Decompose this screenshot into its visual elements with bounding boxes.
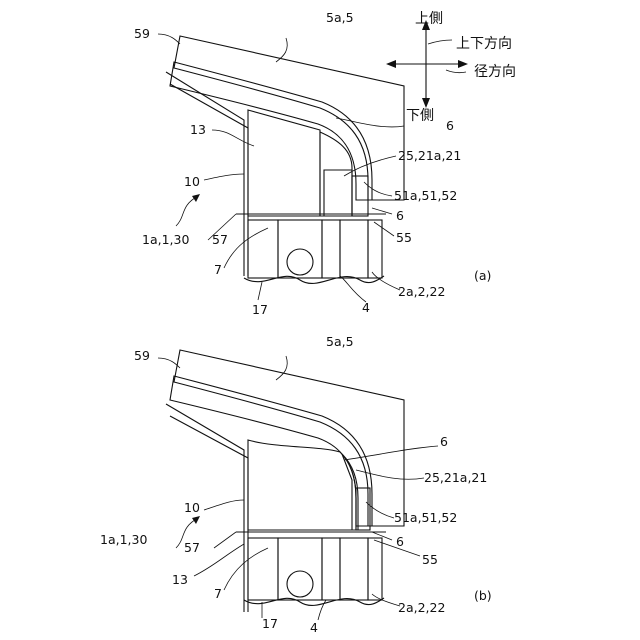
up-side-label: 上側: [415, 11, 443, 27]
label-59-b: 59: [134, 348, 150, 363]
radial-direction-label: 径方向: [474, 64, 516, 80]
label-2a-b: 2a,2,22: [398, 600, 445, 615]
label-6a-a: 6: [446, 118, 454, 133]
label-4-a: 4: [362, 300, 370, 315]
label-7-b: 7: [214, 586, 222, 601]
label-57-a: 57: [212, 232, 228, 247]
label-55-a: 55: [396, 230, 412, 245]
down-side-label: 下側: [406, 108, 434, 124]
label-51-a: 51a,51,52: [394, 188, 457, 203]
liner-59-b: [170, 376, 372, 526]
label-17-a: 17: [252, 302, 268, 317]
label-7-a: 7: [214, 262, 222, 277]
ball-a: [287, 249, 313, 275]
label-51-b: 51a,51,52: [394, 510, 457, 525]
part-4-a: [322, 220, 340, 278]
part-2a-a: [340, 220, 368, 278]
label-5a-b: 5a,5: [326, 334, 354, 349]
cavity-b: [278, 538, 322, 600]
label-6a-b: 6: [440, 434, 448, 449]
label-13-a: 13: [190, 122, 206, 137]
leaders-b: [158, 356, 438, 620]
part-25-a: [324, 170, 352, 216]
member-13-a: [248, 110, 320, 216]
plate-10-a-inner: [170, 84, 248, 276]
figure-b: 59 5a,5 6 25,21a,21 10 1a,1,30 57 13 7 1…: [100, 334, 492, 635]
label-57-b: 57: [184, 540, 200, 555]
label-25-b: 25,21a,21: [424, 470, 487, 485]
part-7-b: [248, 538, 278, 600]
part-25-b: [248, 440, 356, 530]
direction-legend: 上側 上下方向 径方向 下側: [386, 11, 516, 124]
part-2a-b: [340, 538, 368, 600]
cover-5-a: [174, 36, 404, 200]
label-55-b: 55: [422, 552, 438, 567]
label-13-b: 13: [172, 572, 188, 587]
part-7-a: [248, 220, 278, 278]
label-59-a: 59: [134, 26, 150, 41]
label-6b-b: 6: [396, 534, 404, 549]
label-25-a: 25,21a,21: [398, 148, 461, 163]
part-51-a: [352, 176, 368, 216]
label-10-a: 10: [184, 174, 200, 189]
part-2-b: [368, 538, 382, 600]
part-4-b: [322, 538, 340, 600]
caption-b: (b): [474, 588, 492, 603]
label-1a-b: 1a,1,30: [100, 532, 147, 547]
part-2-a: [368, 220, 382, 278]
label-1a-a: 1a,1,30: [142, 232, 189, 247]
figure-a: 59 5a,5 13 10 1a,1,30 57 7 17 4 2a,2,22 …: [134, 10, 491, 317]
vertical-direction-label: 上下方向: [456, 36, 512, 52]
label-6b-a: 6: [396, 208, 404, 223]
label-4-b: 4: [310, 620, 318, 635]
caption-a: (a): [474, 268, 491, 283]
label-5a-a: 5a,5: [326, 10, 354, 25]
label-17-b: 17: [262, 616, 278, 631]
label-2a-a: 2a,2,22: [398, 284, 445, 299]
ball-b: [287, 571, 313, 597]
label-10-b: 10: [184, 500, 200, 515]
